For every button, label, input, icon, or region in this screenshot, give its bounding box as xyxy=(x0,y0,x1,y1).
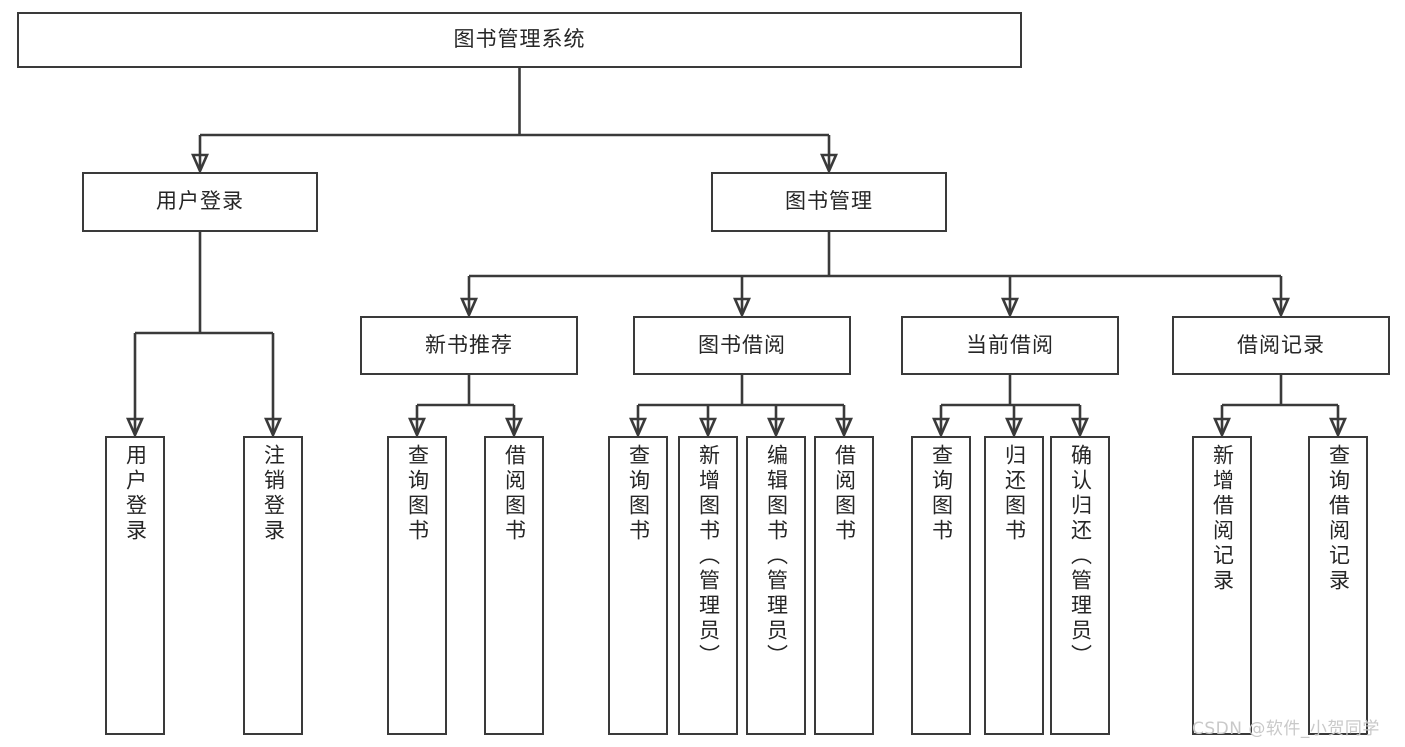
node-leaf-user-logout[interactable]: 注销登录 xyxy=(243,436,303,735)
node-label: 新书推荐 xyxy=(425,332,513,357)
csdn-watermark: CSDN @软件_小贺同学 xyxy=(1192,719,1380,739)
node-book-manage[interactable]: 图书管理 xyxy=(711,172,947,232)
node-current-borrow[interactable]: 当前借阅 xyxy=(901,316,1119,375)
node-root[interactable]: 图书管理系统 xyxy=(17,12,1022,68)
node-label: 查询图书 xyxy=(929,444,954,544)
node-label: 查询借阅记录 xyxy=(1326,444,1351,594)
node-borrow-record[interactable]: 借阅记录 xyxy=(1172,316,1390,375)
node-book-borrow[interactable]: 图书借阅 xyxy=(633,316,851,375)
node-leaf-confirm-return[interactable]: 确认归还（管理员） xyxy=(1050,436,1110,735)
node-leaf-query-book-2[interactable]: 查询图书 xyxy=(608,436,668,735)
node-leaf-return-book[interactable]: 归还图书 xyxy=(984,436,1044,735)
node-label: 借阅记录 xyxy=(1237,332,1325,357)
node-label: 图书管理系统 xyxy=(453,27,586,52)
node-label: 查询图书 xyxy=(626,444,651,544)
node-leaf-query-book-1[interactable]: 查询图书 xyxy=(387,436,447,735)
node-label: 图书借阅 xyxy=(698,332,786,357)
node-label: 查询图书 xyxy=(405,444,430,544)
node-leaf-user-login[interactable]: 用户登录 xyxy=(105,436,165,735)
node-label: 归还图书 xyxy=(1002,444,1027,544)
node-label: 新增图书（管理员） xyxy=(696,444,721,669)
node-user-login[interactable]: 用户登录 xyxy=(82,172,318,232)
node-label: 用户登录 xyxy=(123,444,148,544)
node-leaf-add-book[interactable]: 新增图书（管理员） xyxy=(678,436,738,735)
node-leaf-borrow-book-1[interactable]: 借阅图书 xyxy=(484,436,544,735)
node-leaf-borrow-book-2[interactable]: 借阅图书 xyxy=(814,436,874,735)
node-leaf-add-record[interactable]: 新增借阅记录 xyxy=(1192,436,1252,735)
node-label: 当前借阅 xyxy=(966,332,1054,357)
node-leaf-query-record[interactable]: 查询借阅记录 xyxy=(1308,436,1368,735)
node-leaf-edit-book[interactable]: 编辑图书（管理员） xyxy=(746,436,806,735)
node-label: 编辑图书（管理员） xyxy=(764,444,789,669)
node-label: 图书管理 xyxy=(785,189,873,214)
node-label: 注销登录 xyxy=(261,444,286,544)
node-new-book-rec[interactable]: 新书推荐 xyxy=(360,316,578,375)
node-label: 确认归还（管理员） xyxy=(1068,444,1093,669)
node-label: 用户登录 xyxy=(156,189,244,214)
node-label: 新增借阅记录 xyxy=(1210,444,1235,594)
node-label: 借阅图书 xyxy=(502,444,527,544)
node-leaf-query-book-3[interactable]: 查询图书 xyxy=(911,436,971,735)
node-label: 借阅图书 xyxy=(832,444,857,544)
